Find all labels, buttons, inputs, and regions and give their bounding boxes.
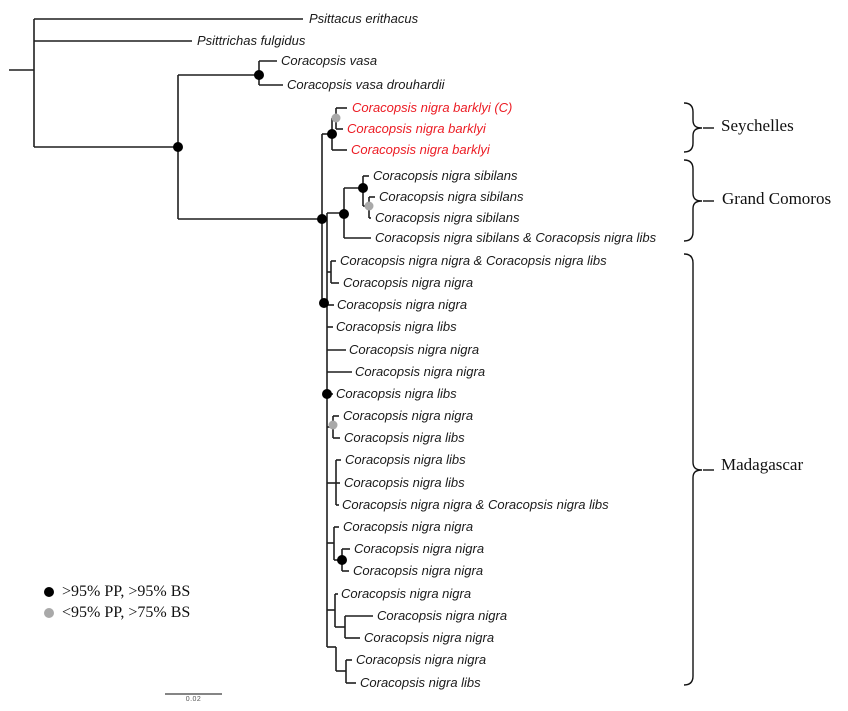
gray-dot-icon [44,607,54,618]
tip-label: Coracopsis nigra nigra [343,519,474,534]
tip-label: Coracopsis nigra nigra [353,563,484,578]
legend-row-gray: <95% PP, >75% BS [44,602,190,623]
region-brace [683,253,703,686]
region-brace [683,159,703,242]
region-brace [683,102,703,153]
scale-bar: 0.02 [165,693,222,703]
tip-label: Coracopsis nigra nigra & Coracopsis nigr… [342,497,609,512]
tip-label: Coracopsis nigra nigra [337,297,468,312]
tip-label: Coracopsis nigra libs [344,430,465,445]
tip-label: Coracopsis nigra sibilans & Coracopsis n… [375,230,657,245]
support-dot-black [339,209,349,219]
tip-label: Coracopsis nigra sibilans [375,210,520,225]
tip-label: Coracopsis nigra libs [336,386,457,401]
tip-label: Coracopsis vasa [281,53,378,68]
tip-label: Coracopsis nigra barklyi [347,121,486,136]
tip-label: Psittrichas fulgidus [197,33,306,48]
support-dot-black [322,389,332,399]
tip-label: Coracopsis nigra nigra [343,275,474,290]
scale-bar-line [165,693,222,695]
legend-label-black: >95% PP, >95% BS [62,582,191,600]
tip-label: Coracopsis nigra nigra [355,364,486,379]
support-dot-gray [331,113,341,123]
tip-label: Coracopsis nigra sibilans [373,168,518,183]
tip-label: Coracopsis nigra nigra & Coracopsis nigr… [340,253,607,268]
region-label: Seychelles [721,116,794,135]
tip-label: Coracopsis nigra libs [344,475,465,490]
black-dot-icon [44,586,54,597]
legend-row-black: >95% PP, >95% BS [44,581,190,602]
support-dot-gray [364,201,374,211]
tip-label: Coracopsis nigra libs [360,675,481,690]
tip-label: Coracopsis nigra nigra [343,408,474,423]
tip-label: Coracopsis nigra barklyi [351,142,490,157]
tip-label: Coracopsis nigra nigra [354,541,485,556]
support-dot-gray [328,420,338,430]
support-dot-black [173,142,183,152]
tip-label: Psittacus erithacus [309,11,419,26]
support-dot-black [327,129,337,139]
tip-label: Coracopsis nigra nigra [377,608,508,623]
scale-bar-label: 0.02 [185,696,202,703]
tip-label: Coracopsis nigra nigra [341,586,472,601]
tip-label: Coracopsis nigra nigra [364,630,495,645]
tip-label: Coracopsis nigra sibilans [379,189,524,204]
tip-label: Coracopsis nigra libs [336,319,457,334]
tip-label: Coracopsis vasa drouhardii [287,77,445,92]
tip-label: Coracopsis nigra nigra [349,342,480,357]
support-dot-black [254,70,264,80]
tip-label: Coracopsis nigra nigra [356,652,487,667]
support-dot-black [337,555,347,565]
tip-label: Coracopsis nigra libs [345,452,466,467]
region-label: Madagascar [721,455,804,474]
support-legend: >95% PP, >95% BS <95% PP, >75% BS [44,581,190,623]
support-dot-black [319,298,329,308]
support-dot-black [317,214,327,224]
tip-label: Coracopsis nigra barklyi (C) [352,100,513,115]
legend-label-gray: <95% PP, >75% BS [62,603,191,621]
region-label: Grand Comoros [722,189,832,208]
support-dot-black [358,183,368,193]
